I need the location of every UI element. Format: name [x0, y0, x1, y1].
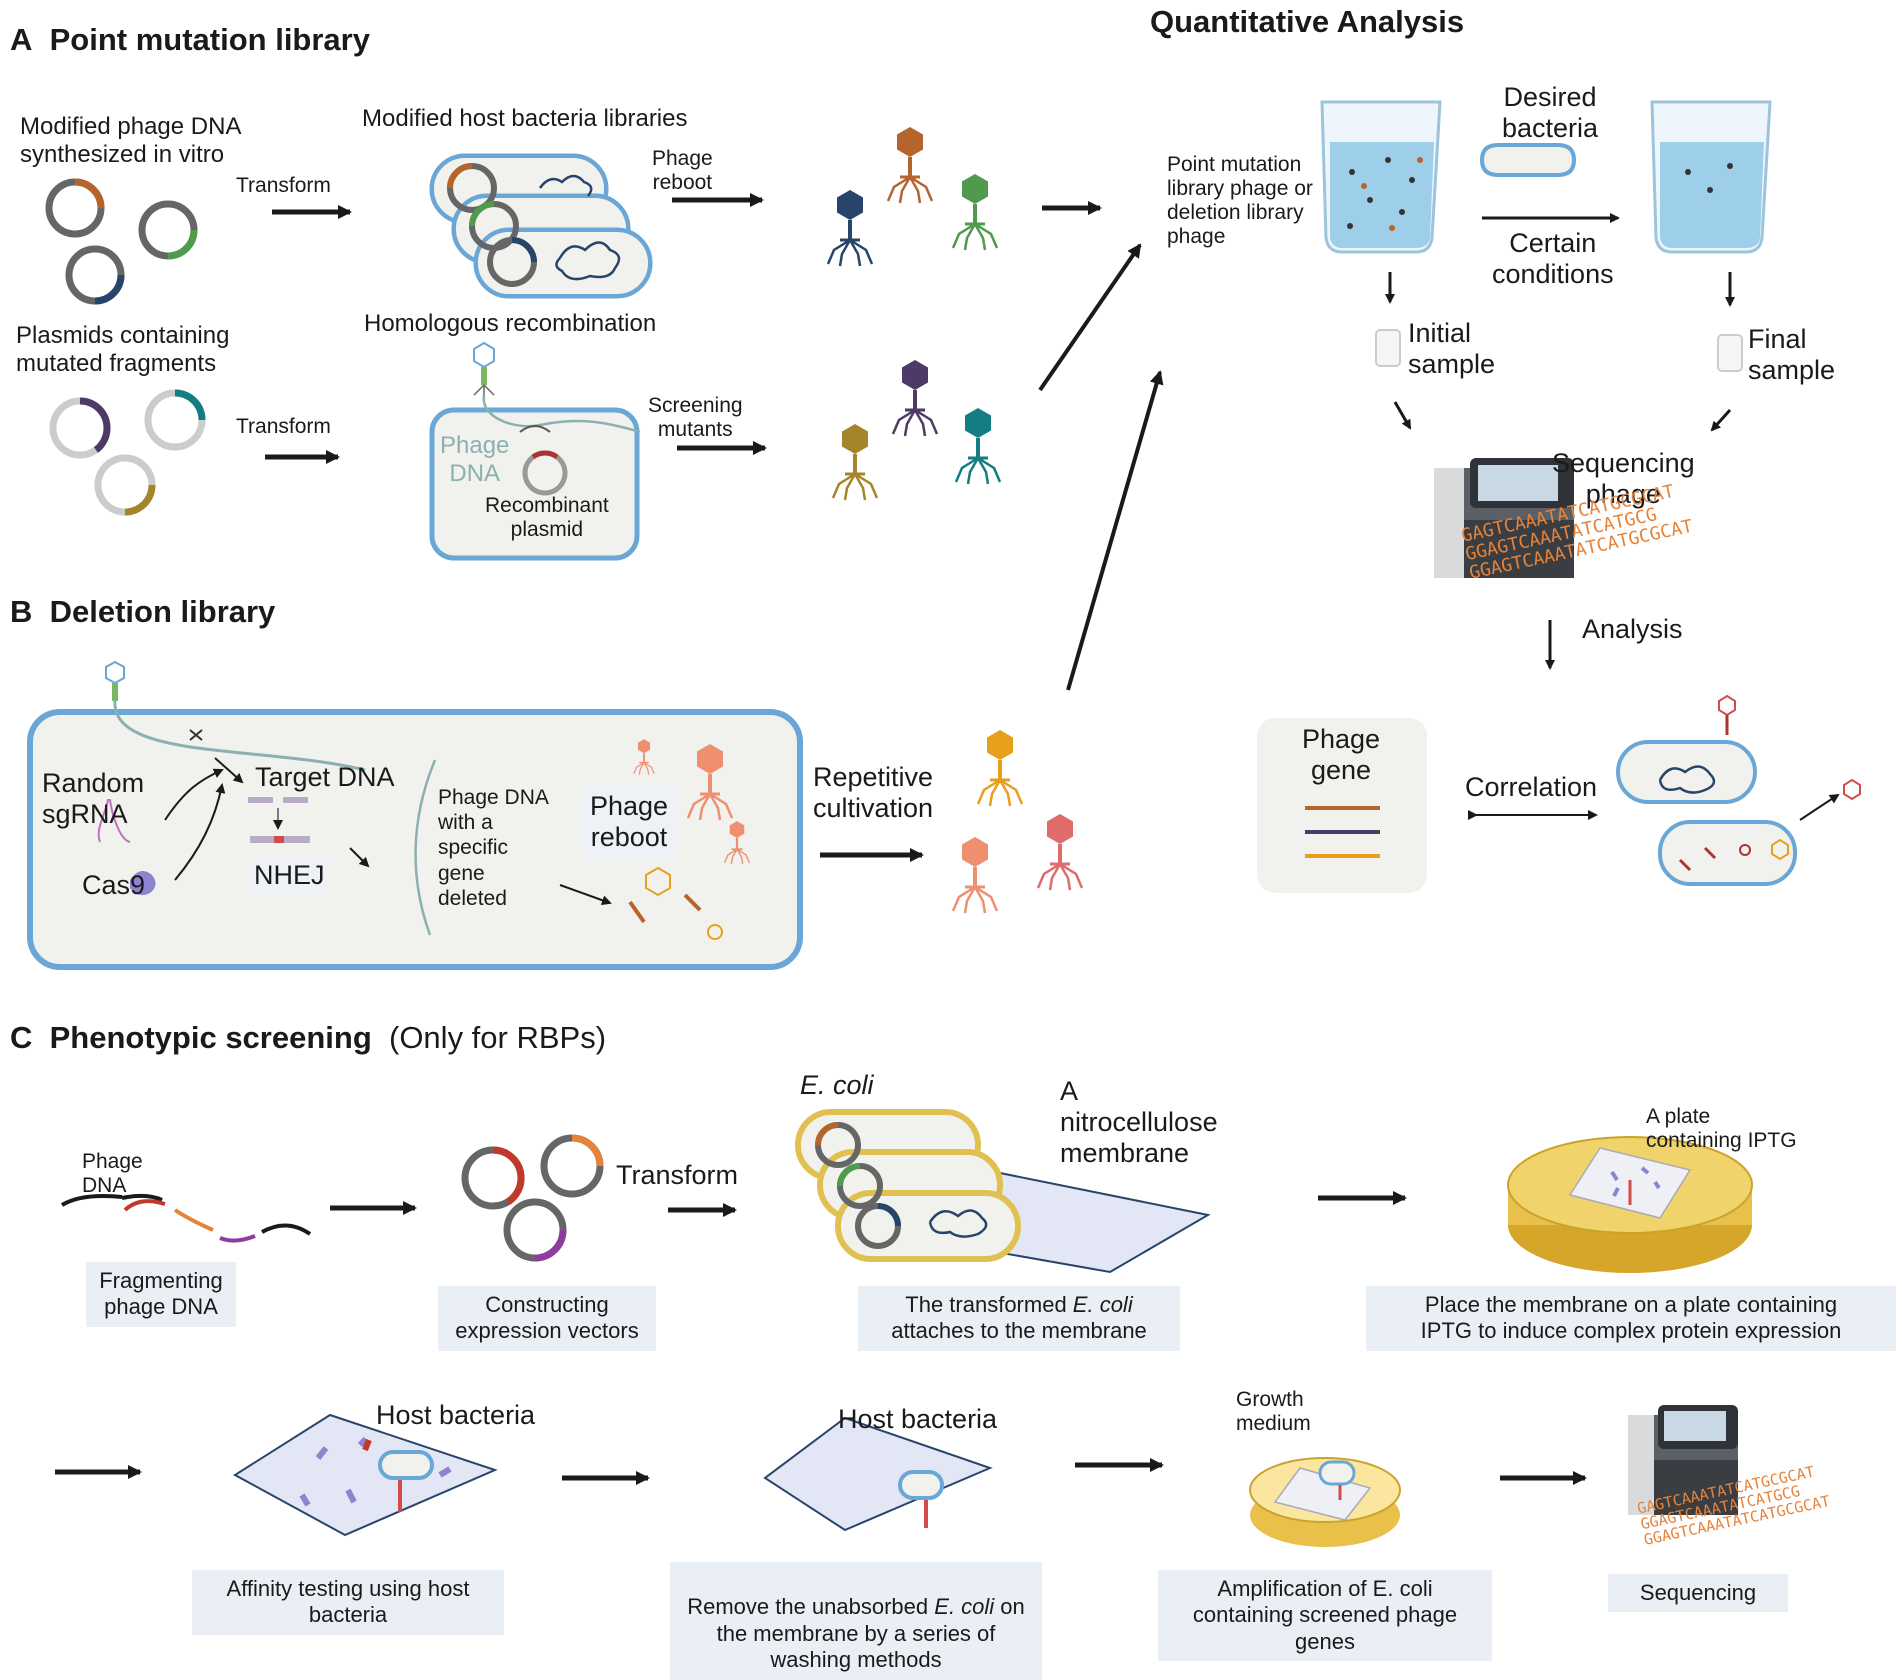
panel-a	[45, 125, 1142, 561]
plate-iptg-label: A plate containing IPTG	[1646, 1105, 1797, 1153]
phage-dna-deleted-label: Phage DNA with a specific gene deleted	[438, 786, 549, 910]
panel-c-heading: C Phenotypic screening (Only for RBPs)	[10, 1020, 607, 1055]
iptg-plate	[1507, 1136, 1753, 1273]
panel-c	[55, 1109, 1753, 1547]
nitrocellulose-label: A nitrocellulose membrane	[1060, 1076, 1218, 1169]
desired-bacteria-cell	[1479, 143, 1577, 177]
constructing-caption: Constructing expression vectors	[438, 1286, 656, 1351]
plasmid-group-mutated	[49, 389, 206, 516]
beaker-initial	[1320, 100, 1442, 254]
growth-medium-label: Growth medium	[1236, 1388, 1311, 1436]
library-label: Point mutation library phage or deletion…	[1167, 153, 1313, 249]
fragmenting-caption: Fragmenting phage DNA	[86, 1262, 236, 1327]
target-dna-glyph	[248, 797, 310, 843]
initial-sample-label: Initial sample	[1408, 318, 1496, 380]
ecoli-label: E. coli	[800, 1070, 874, 1100]
phage-reboot-b-label: Phage reboot	[582, 785, 677, 860]
cas9-label: Cas9	[82, 870, 146, 900]
final-sample-tube	[1717, 334, 1743, 372]
analysis-label: Analysis	[1582, 614, 1683, 644]
phage-group-b-out	[951, 728, 1084, 915]
place-membrane-caption: Place the membrane on a plate containing…	[1366, 1286, 1896, 1351]
certain-conditions-label: Certain conditions	[1492, 228, 1614, 290]
beaker-final	[1650, 100, 1772, 254]
affinity-caption: Affinity testing using host bacteria	[192, 1570, 504, 1635]
correlation-cells	[1616, 694, 1861, 886]
phage-reboot-label: Phage reboot	[652, 147, 713, 195]
plasmid-group-modified-dna	[45, 178, 198, 305]
phage-dna-c-label: Phage DNA	[82, 1150, 143, 1198]
desired-bacteria-label: Desired bacteria	[1502, 82, 1599, 144]
phage-gene-label: Phage gene	[1302, 724, 1381, 786]
ecoli-stack	[795, 1109, 1021, 1262]
quant-panel	[1257, 100, 1861, 893]
arrow-to-quant-3	[1066, 370, 1164, 691]
transform-label-2: Transform	[236, 415, 331, 438]
modified-dna-label: Modified phage DNA synthesized in vitro	[20, 113, 242, 168]
panel-b-heading: B Deletion library	[10, 594, 276, 629]
transform-c-label: Transform	[616, 1160, 739, 1190]
sequencing-phage-label: Sequencing phage	[1552, 448, 1695, 510]
growth-plate	[1249, 1457, 1401, 1547]
homologous-recombination-cell	[429, 341, 641, 561]
final-sample-label: Final sample	[1748, 324, 1836, 386]
recombinant-label: Recombinant plasmid	[485, 494, 609, 542]
phage-group-b-inner	[628, 738, 751, 940]
transformed-caption: The transformed E. coli attaches to the …	[858, 1286, 1180, 1351]
phage-group-a1	[826, 125, 999, 268]
host-bacteria-library	[432, 156, 651, 297]
host-bacteria-1-label: Host bacteria	[376, 1400, 536, 1430]
remove-caption: Remove the unabsorbed E. coli on the mem…	[670, 1562, 1042, 1680]
arrow-to-quant-2	[1038, 243, 1142, 392]
phage-group-a2	[831, 358, 1002, 502]
phage-dna-label: Phage DNA	[440, 432, 510, 487]
transform-label-1: Transform	[236, 174, 331, 197]
correlation-label: Correlation	[1465, 772, 1598, 802]
affinity-content	[299, 1436, 452, 1512]
plasmids-label: Plasmids containing mutated fragments	[16, 322, 230, 377]
nhej-label: NHEJ	[250, 858, 329, 894]
sequencing-caption: Sequencing	[1608, 1574, 1788, 1613]
sequencer-icon-2	[1628, 1405, 1738, 1515]
washed-membrane	[763, 1416, 993, 1532]
quant-heading: Quantitative Analysis	[1150, 4, 1465, 39]
panel-a-heading: A Point mutation library	[10, 22, 370, 57]
initial-sample-tube	[1375, 329, 1401, 367]
amplification-caption: Amplification of E. coli containing scre…	[1158, 1570, 1492, 1662]
screening-label: Screening mutants	[648, 394, 743, 442]
phage-gene-box	[1257, 718, 1427, 893]
host-libraries-label: Modified host bacteria libraries	[362, 105, 688, 132]
panel-b	[27, 370, 1164, 970]
expression-vectors	[461, 1134, 604, 1262]
host-bacteria-2-label: Host bacteria	[838, 1404, 998, 1434]
target-dna-label: Target DNA	[255, 762, 395, 792]
repetitive-cultivation-label: Repetitive cultivation	[813, 762, 934, 824]
random-sgrna-label: Random sgRNA	[42, 768, 145, 830]
affinity-membrane	[233, 1413, 498, 1537]
homologous-label: Homologous recombination	[364, 310, 657, 337]
sequencer-icon-1	[1434, 458, 1574, 578]
